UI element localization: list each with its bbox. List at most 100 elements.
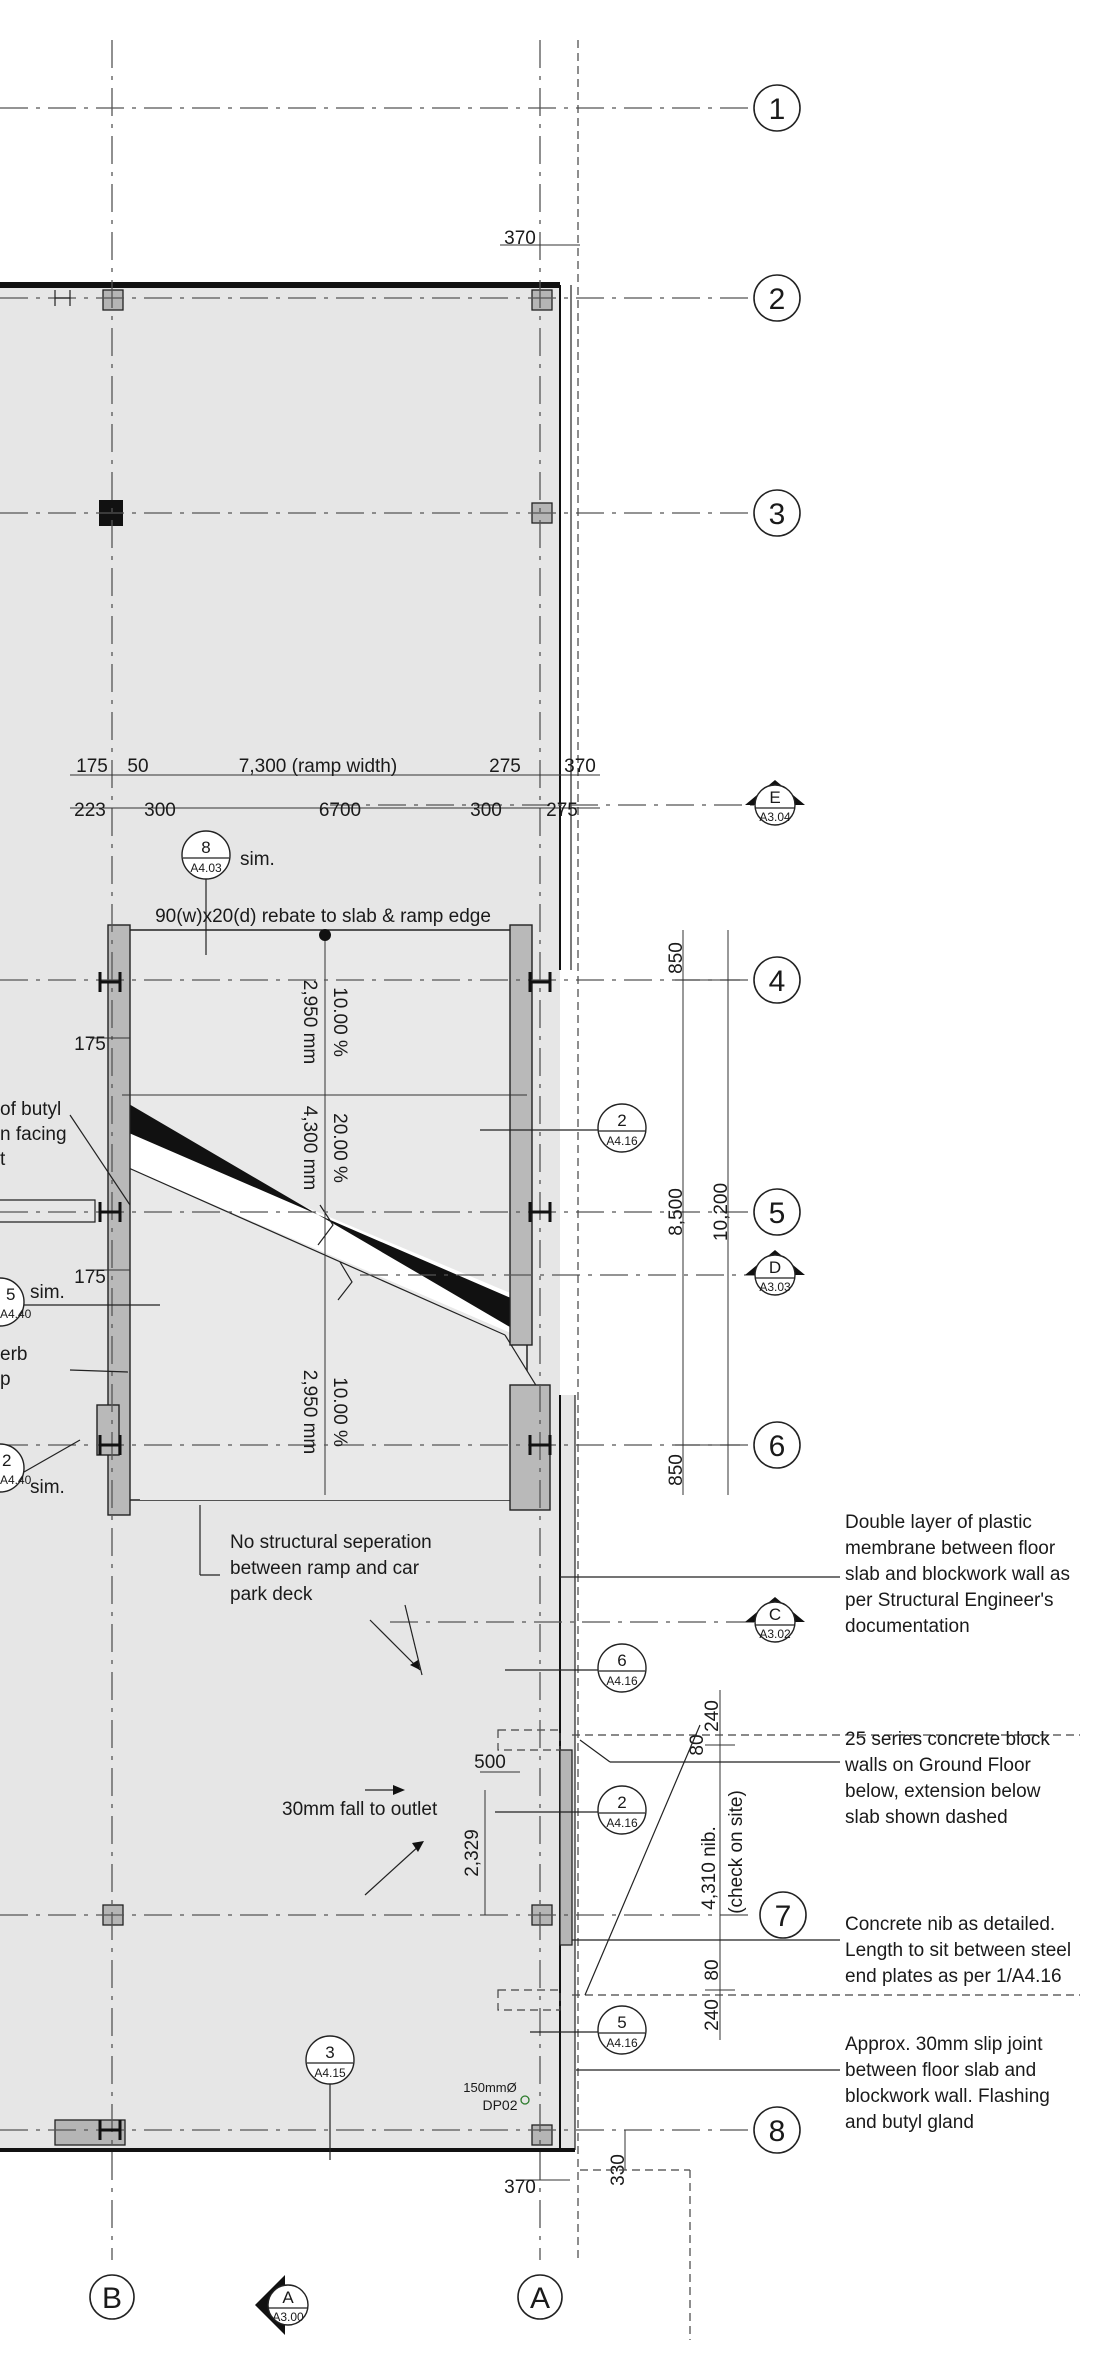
- detail-ref-6-num: 6: [617, 1651, 626, 1670]
- slip-note-line2: between floor slab and: [845, 2060, 1036, 2081]
- sim-note-3: sim.: [30, 1477, 65, 1498]
- leaders-arrows: [69, 1114, 1080, 2340]
- dim-ramp-width: 7,300 (ramp width): [239, 756, 397, 777]
- detail-ref-3-sheet: A4.15: [314, 2066, 346, 2080]
- concrete-nib: [559, 1749, 573, 1946]
- membrane-note-line2: membrane between floor: [845, 1538, 1056, 1559]
- detail-ref-2l-sheet: A4.40: [0, 1473, 32, 1487]
- section-mark-D: D A3.03: [745, 1250, 805, 1296]
- detail-ref-5: 5 A4.16: [530, 2005, 647, 2055]
- ramp-length-1: 2,950 mm: [299, 980, 320, 1064]
- detail-ref-2b-sheet: A4.16: [606, 1816, 638, 1830]
- section-mark-A: A A3.00: [255, 2275, 309, 2335]
- kerb-note-line2: p: [0, 1369, 11, 1390]
- ramp-length-3: 2,950 mm: [299, 1370, 320, 1454]
- grid-label-4: 4: [769, 965, 786, 998]
- dim-8500: 8,500: [666, 1188, 687, 1236]
- section-D-sheet: A3.03: [759, 1280, 791, 1294]
- notes: of butyl n facing t erb p No structural …: [0, 1099, 1071, 2133]
- butyl-note-line1: of butyl: [0, 1099, 61, 1120]
- dim-240b: 240: [702, 1999, 723, 2031]
- dimension-lines: [70, 244, 740, 2181]
- grid-bubble-5: 5: [753, 1188, 801, 1236]
- detail-ref-3-num: 3: [325, 2043, 334, 2062]
- butyl-note-line2: n facing: [0, 1124, 67, 1145]
- dim-80a: 80: [687, 1734, 708, 1755]
- detail-ref-8-num: 8: [201, 838, 210, 857]
- grid-label-3: 3: [769, 498, 786, 531]
- no-separation-line3: park deck: [230, 1584, 313, 1605]
- dim-175c: 175: [74, 1267, 106, 1288]
- dim-175b: 175: [74, 1034, 106, 1055]
- dim-300a: 300: [144, 800, 176, 821]
- section-marks: E A3.04 D A3.03 C A3.02 A A3.00: [255, 780, 805, 2335]
- section-C-letter: C: [769, 1605, 781, 1624]
- sim-note-1: sim.: [240, 849, 275, 870]
- sim-note-2: sim.: [30, 1282, 65, 1303]
- kerb-note-line1: erb: [0, 1344, 27, 1365]
- block-note-line4: slab shown dashed: [845, 1807, 1008, 1828]
- dim-370-top: 370: [504, 228, 536, 249]
- outlet-size: 150mmØ: [463, 2080, 516, 2095]
- section-C-sheet: A3.02: [759, 1627, 791, 1641]
- grid-bubble-4: 4: [753, 956, 801, 1004]
- grid-bubble-2: 2: [753, 274, 801, 322]
- nib-note-line3: end plates as per 1/A4.16: [845, 1966, 1062, 1987]
- detail-ref-3: 3 A4.15: [305, 2035, 355, 2160]
- dim-175a: 175: [76, 756, 108, 777]
- detail-ref-2a-num: 2: [617, 1111, 626, 1130]
- detail-ref-5-left: 5 A4.40 sim.: [0, 1277, 160, 1327]
- grid-label-A: A: [530, 2282, 550, 2315]
- detail-ref-8: 8 A4.03 sim.: [181, 830, 275, 955]
- grid-bubbles: 1 2 3 4 5 6 7 8: [89, 84, 807, 2320]
- dimension-texts: 370 175 50 7,300 (ramp width) 275 370 22…: [74, 228, 747, 2198]
- dim-275b: 275: [546, 800, 578, 821]
- dim-330: 330: [608, 2154, 629, 2186]
- section-A-sheet: A3.00: [272, 2310, 304, 2324]
- dim-nib: 4,310 nib.: [699, 1826, 720, 1909]
- dim-500: 500: [474, 1752, 506, 1773]
- ramp-slope-2: 20.00 %: [329, 1113, 350, 1183]
- grid-label-6: 6: [769, 1430, 786, 1463]
- detail-refs: 8 A4.03 sim. 2 A4.16 5 A4.40 sim. 2 A4.4…: [0, 830, 647, 2160]
- ramp-annotations: 90(w)x20(d) rebate to slab & ramp edge 1…: [155, 906, 491, 1454]
- block-note-line3: below, extension below: [845, 1781, 1041, 1802]
- dim-850b: 850: [666, 1454, 687, 1486]
- detail-ref-2a-sheet: A4.16: [606, 1134, 638, 1148]
- dim-370b: 370: [564, 756, 596, 777]
- slip-note-line4: and butyl gland: [845, 2112, 974, 2133]
- detail-ref-6-sheet: A4.16: [606, 1674, 638, 1688]
- dim-80b: 80: [702, 1959, 723, 1980]
- dashed-extensions: [497, 1729, 561, 2011]
- membrane-note-line5: documentation: [845, 1616, 970, 1637]
- slip-note-line3: blockwork wall. Flashing: [845, 2086, 1050, 2107]
- detail-ref-6: 6 A4.16: [505, 1643, 647, 1693]
- grid-bubble-7: 7: [759, 1891, 807, 1939]
- rebate-note: 90(w)x20(d) rebate to slab & ramp edge: [155, 906, 491, 927]
- detail-ref-2-left: 2 A4.40 sim.: [0, 1439, 81, 1498]
- detail-ref-5-num: 5: [617, 2013, 626, 2032]
- dim-2329: 2,329: [462, 1829, 483, 1877]
- grid-bubble-8: 8: [753, 2106, 801, 2154]
- grid-label-1: 1: [769, 93, 786, 126]
- ramp-area: [96, 924, 551, 1516]
- grid-bubble-A: A: [517, 2274, 563, 2320]
- detail-ref-2b: 2 A4.16: [495, 1785, 647, 1835]
- grid-label-5: 5: [769, 1197, 786, 1230]
- grid-lines: [0, 40, 760, 2260]
- steel-markers: [0, 290, 552, 2140]
- section-mark-C: C A3.02: [745, 1597, 805, 1643]
- ramp-slope-3: 10.00 %: [329, 1377, 350, 1447]
- fall-note: 30mm fall to outlet: [282, 1799, 438, 1820]
- detail-ref-5l-num: 5: [6, 1285, 15, 1304]
- dim-6700: 6700: [319, 800, 361, 821]
- no-separation-line1: No structural seperation: [230, 1532, 432, 1553]
- grid-bubble-B: B: [89, 2274, 135, 2320]
- dim-nib-check: (check on site): [726, 1790, 747, 1914]
- membrane-note-line3: slab and blockwork wall as: [845, 1564, 1070, 1585]
- butyl-note-line3: t: [0, 1149, 6, 1170]
- membrane-note-line4: per Structural Engineer's: [845, 1590, 1054, 1611]
- dim-240a: 240: [702, 1700, 723, 1732]
- section-E-sheet: A3.04: [759, 810, 791, 824]
